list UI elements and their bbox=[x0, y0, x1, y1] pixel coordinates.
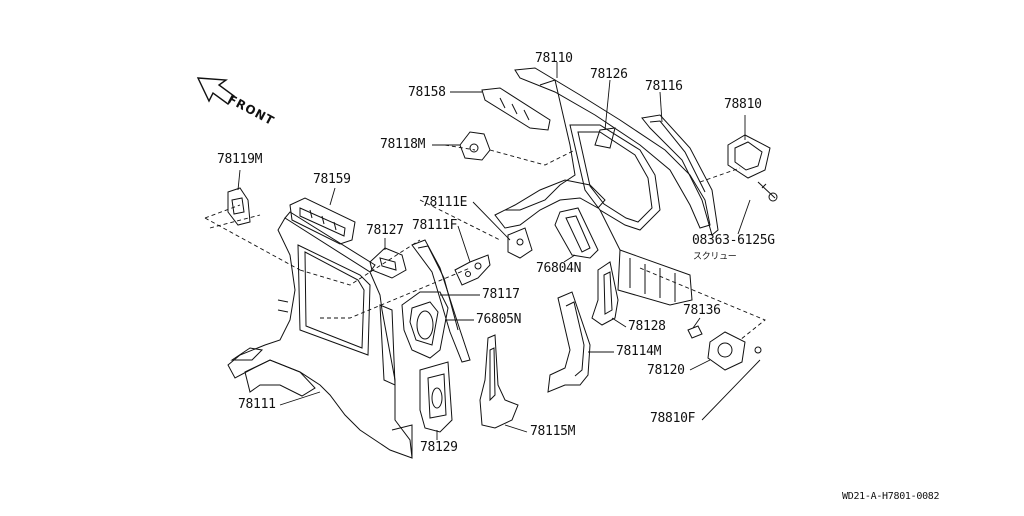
filler-box-78120 bbox=[688, 326, 761, 370]
bracket-78119M bbox=[228, 188, 250, 225]
lower-strip-78115M bbox=[480, 335, 518, 428]
part-label-screw: スクリュー bbox=[693, 252, 737, 262]
bracket-78118M bbox=[460, 132, 490, 160]
lower-piece-78129 bbox=[420, 362, 452, 432]
drawing-code: WD21-A-H7801-0082 bbox=[842, 491, 940, 502]
part-label-78116: 78116 bbox=[645, 79, 683, 94]
part-label-78129: 78129 bbox=[420, 440, 458, 455]
leader-lines bbox=[238, 62, 760, 440]
part-label-78115M: 78115M bbox=[530, 424, 576, 439]
reinforcement-78117 bbox=[455, 255, 490, 285]
fuel-lid-78810 bbox=[728, 135, 770, 178]
part-label-78128: 78128 bbox=[628, 319, 666, 334]
part-label-78120: 78120 bbox=[647, 363, 685, 378]
part-label-78159: 78159 bbox=[313, 172, 351, 187]
front-arrow-icon bbox=[198, 78, 234, 104]
panel-78128 bbox=[592, 262, 618, 325]
rail-cover-78158 bbox=[482, 88, 550, 130]
part-label-78110: 78110 bbox=[535, 51, 573, 66]
rear-side-panel-78111 bbox=[228, 212, 412, 458]
part-label-78117: 78117 bbox=[482, 287, 520, 302]
part-label-08363-6125G: 08363-6125G bbox=[692, 233, 775, 248]
pillar-78116 bbox=[642, 115, 718, 235]
part-label-78126: 78126 bbox=[590, 67, 628, 82]
part-label-76805N: 76805N bbox=[476, 312, 522, 327]
panel-78114M bbox=[548, 292, 590, 392]
upper-rail-78159 bbox=[290, 198, 355, 244]
part-label-78136: 78136 bbox=[683, 303, 721, 318]
part-label-78114M: 78114M bbox=[616, 344, 662, 359]
arch-inner-78111E bbox=[495, 180, 605, 258]
part-label-78118M: 78118M bbox=[380, 137, 426, 152]
part-label-78111: 78111 bbox=[238, 397, 276, 412]
part-label-78810F: 78810F bbox=[650, 411, 696, 426]
assembly-guide-lines bbox=[205, 145, 765, 340]
part-label-78158: 78158 bbox=[408, 85, 446, 100]
part-label-78810: 78810 bbox=[724, 97, 762, 112]
part-label-78127: 78127 bbox=[366, 223, 404, 238]
inner-panel-76805N bbox=[402, 292, 448, 358]
part-label-76804N: 76804N bbox=[536, 261, 582, 276]
part-label-78119M: 78119M bbox=[217, 152, 263, 167]
part-label-78111E: 78111E bbox=[422, 195, 468, 210]
screw-icon bbox=[758, 182, 777, 201]
part-label-78111F: 78111F bbox=[412, 218, 458, 233]
pad-76804N bbox=[555, 208, 598, 258]
